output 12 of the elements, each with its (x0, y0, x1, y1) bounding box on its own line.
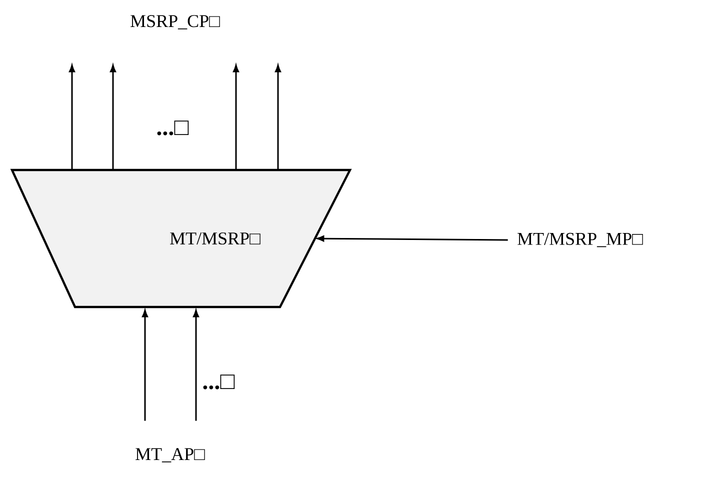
arrow (275, 64, 281, 170)
ellipsis-label: ...□ (203, 374, 235, 390)
arrow (193, 310, 199, 421)
signal-label: MSRP_CP□ (130, 15, 220, 30)
arrow (142, 310, 148, 421)
signal-label: MT_AP□ (136, 448, 205, 462)
arrow (110, 64, 116, 170)
signal-label: MT/MSRP_MP□ (518, 232, 643, 248)
arrow (316, 236, 508, 242)
arrow (69, 64, 75, 170)
ellipsis-label: ...□ (157, 120, 189, 136)
arrow (233, 64, 239, 170)
